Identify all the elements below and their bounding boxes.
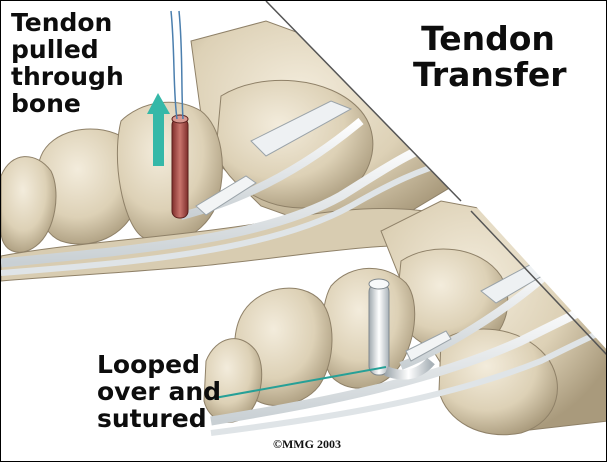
copyright-notice: ©MMG 2003 [273,437,341,452]
tendon-pulled-label: Tendon pulled through bone [11,9,124,117]
page-title: Tendon Transfer [413,21,563,93]
looped-sutured-label: Looped over and sutured [97,351,221,432]
